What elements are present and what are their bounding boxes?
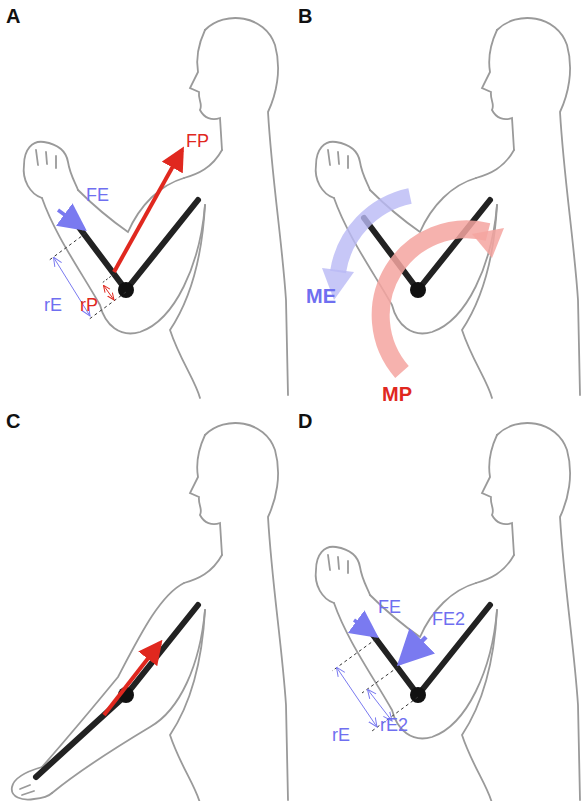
force-label: FE [86, 186, 109, 204]
panel-letter: C [6, 411, 20, 431]
force-label: FE2 [432, 610, 465, 628]
lever-arm-label: rE [332, 726, 350, 744]
force-label: FE [378, 598, 401, 616]
force-label: FP [186, 132, 209, 150]
panel-letter: A [6, 6, 20, 26]
lever-arm-label: rE [44, 296, 62, 314]
lever-arm-label: rE2 [380, 716, 408, 734]
moment-label: MP [382, 384, 412, 404]
panel-letter: B [298, 6, 312, 26]
lever-arm-label: rP [80, 296, 98, 314]
moment-label: ME [306, 286, 336, 306]
panel-letter: D [298, 411, 312, 431]
